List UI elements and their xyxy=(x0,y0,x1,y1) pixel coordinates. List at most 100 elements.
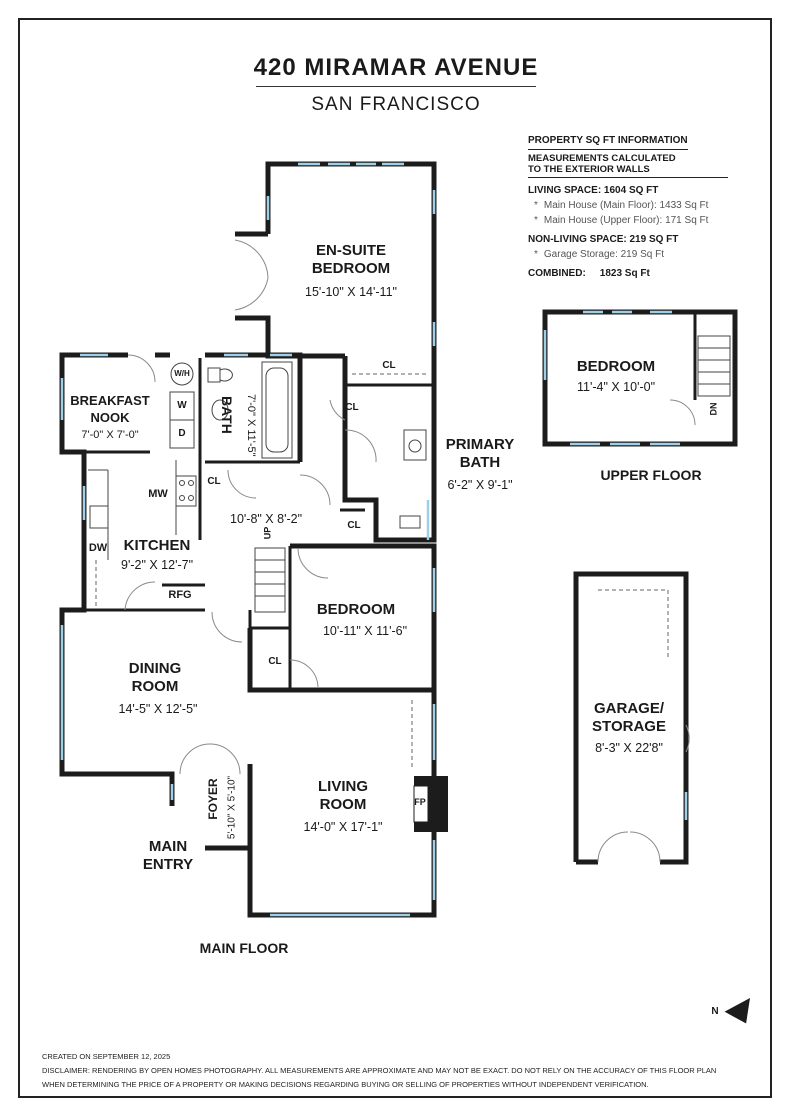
combined-sqft: COMBINED:1823 Sq Ft xyxy=(528,267,728,280)
washer-label: W xyxy=(177,400,187,411)
door-swing xyxy=(234,277,269,311)
title-divider xyxy=(256,86,536,87)
primary-bath-wall xyxy=(342,356,437,543)
dishwasher-label: DW xyxy=(88,542,108,554)
page-frame xyxy=(18,18,772,1098)
garage-wall xyxy=(573,571,689,865)
range xyxy=(175,475,197,507)
burner xyxy=(179,495,185,501)
bath-label: BATH xyxy=(219,396,235,434)
door-swing xyxy=(289,659,319,689)
primary-shower xyxy=(403,429,427,461)
upper-floor-outline xyxy=(542,309,738,447)
closet-label: CL xyxy=(207,476,221,487)
refrigerator-label: RFG xyxy=(168,589,192,601)
sqft-info-heading: PROPERTY SQ FT INFORMATION xyxy=(528,134,688,150)
ensuite-name-1: EN-SUITE xyxy=(315,242,386,259)
sqft-info-panel: PROPERTY SQ FT INFORMATION MEASUREMENTS … xyxy=(528,134,728,280)
toilet xyxy=(207,367,233,383)
primary-bath-dim: 6'-2" X 9'-1" xyxy=(447,478,513,492)
door-swing xyxy=(329,399,346,421)
door-swing xyxy=(669,399,696,426)
bullet: * xyxy=(534,215,538,226)
ensuite-lower-wall xyxy=(235,315,345,359)
dryer xyxy=(169,419,195,449)
foyer-dim: 5'-10" X 5'-10" xyxy=(226,775,238,840)
garage-label: Garage Storage: xyxy=(543,249,618,260)
closet-label: CL xyxy=(268,656,282,667)
burner xyxy=(188,480,194,486)
garage-shelf xyxy=(598,589,669,660)
door-swing xyxy=(344,429,377,463)
upper-bedroom-dim: 11'-4" X 10'-0" xyxy=(576,380,656,394)
garage-name-1: GARAGE/ xyxy=(593,700,664,717)
main-entry-name-2: ENTRY xyxy=(142,856,194,873)
primary-toilet xyxy=(399,515,421,529)
door-swing xyxy=(227,469,257,499)
garage-dim: 8'-3" X 22'8" xyxy=(595,741,663,755)
property-address: 420 MIRAMAR AVENUE xyxy=(253,54,539,81)
combined-label: COMBINED: xyxy=(528,268,586,279)
north-arrow xyxy=(723,998,750,1025)
door-swing xyxy=(179,743,211,775)
breakfast-nook-label: BREAKFAST NOOK xyxy=(70,392,149,426)
stairs-up-label: UP xyxy=(262,526,273,540)
door-swing xyxy=(297,547,329,579)
living-room-dim: 14'-0" X 17'-1" xyxy=(303,820,383,834)
upper-floor-label: Main House (Upper Floor): xyxy=(543,215,663,226)
main-floor-value: 1433 Sq Ft xyxy=(659,200,709,211)
living-space-total: LIVING SPACE: 1604 SQ FT xyxy=(528,185,659,196)
door-swing xyxy=(597,831,629,863)
dining-name-2: ROOM xyxy=(131,678,179,695)
property-city: SAN FRANCISCO xyxy=(311,94,481,115)
non-living-space-total: NON-LIVING SPACE: 219 SQ FT xyxy=(528,234,679,245)
bath-dim: 7'-0" X 11'-5" xyxy=(245,394,257,457)
bullet: * xyxy=(534,200,538,211)
kitchen-sink xyxy=(89,505,109,529)
created-date: CREATED ON SEPTEMBER 12, 2025 xyxy=(42,1052,171,1061)
compass-label: N xyxy=(711,1006,719,1017)
door-swing xyxy=(124,581,156,611)
sqft-info-note: MEASUREMENTS CALCULATED TO THE EXTERIOR … xyxy=(528,153,728,178)
microwave-label: MW xyxy=(148,488,168,500)
disclaimer-line-1: DISCLAIMER: RENDERING BY OPEN HOMES PHOT… xyxy=(42,1066,717,1075)
living-name-2: ROOM xyxy=(319,796,367,813)
upper-floor-title: UPPER FLOOR xyxy=(600,467,702,483)
garage-name-2: STORAGE xyxy=(592,718,666,735)
bullet: * xyxy=(534,249,538,260)
dryer-label: D xyxy=(178,428,186,439)
stairs xyxy=(254,547,286,613)
breakfast-name-1: BREAKFAST xyxy=(70,393,150,408)
windows xyxy=(60,162,688,917)
main-entry-name-1: MAIN xyxy=(148,838,188,855)
interior-walls xyxy=(62,312,697,776)
fireplace-label: FP xyxy=(414,797,426,807)
upper-bedroom-label: BEDROOM xyxy=(576,358,656,375)
kitchen-dim: 9'-2" X 12'-7" xyxy=(120,558,194,572)
ensuite-name-2: BEDROOM xyxy=(311,260,391,277)
kitchen-label: KITCHEN xyxy=(123,537,191,554)
bedroom-label: BEDROOM xyxy=(316,601,396,618)
closet-label: CL xyxy=(382,360,396,371)
fireplace-opening xyxy=(413,785,429,823)
dining-name-1: DINING xyxy=(128,660,182,677)
main-floor-label: Main House (Main Floor): xyxy=(543,200,657,211)
garage-value: 219 Sq Ft xyxy=(620,249,664,260)
door-swing xyxy=(629,831,661,863)
breakfast-nook-dim: 7'-0" X 7'-0" xyxy=(81,429,139,441)
compass-arrow-icon xyxy=(724,998,750,1024)
primary-bath-name-1: PRIMARY xyxy=(445,436,515,453)
primary-bath-name-2: BATH xyxy=(459,454,501,471)
breakfast-name-2: NOOK xyxy=(90,410,130,425)
garage-label: GARAGE/STORAGE xyxy=(592,700,666,736)
burner xyxy=(179,480,185,486)
main-floor-sqft: * Main House (Main Floor): 1433 Sq Ft xyxy=(528,199,728,212)
garage-sqft: * Garage Storage: 219 Sq Ft xyxy=(528,248,728,261)
door-swing xyxy=(234,239,269,279)
main-floor-title: MAIN FLOOR xyxy=(199,940,289,956)
